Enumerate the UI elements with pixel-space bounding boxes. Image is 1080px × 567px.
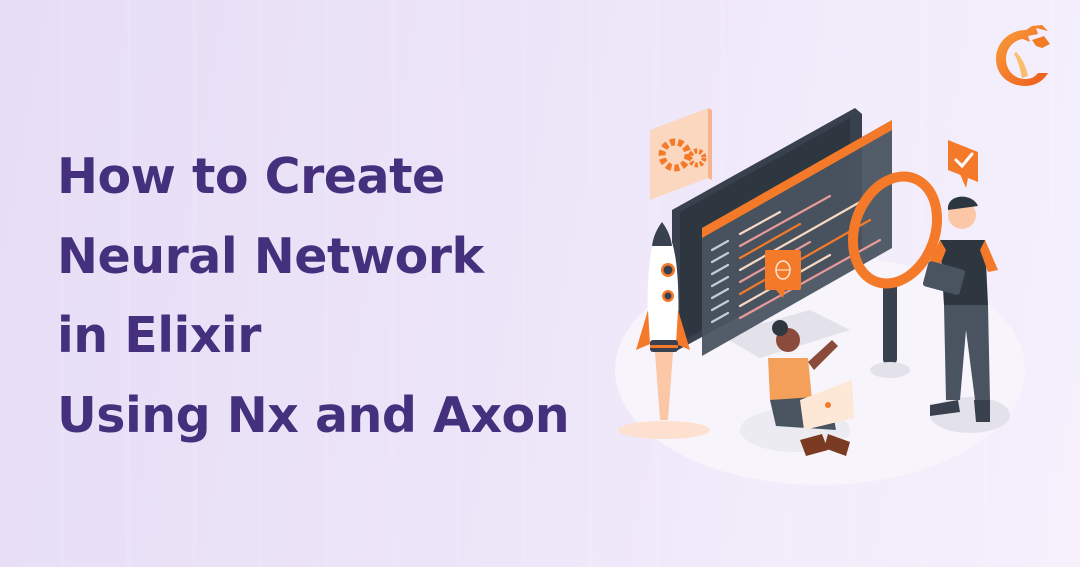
man-with-tablet	[922, 196, 1010, 433]
magnifying-glass-icon	[847, 171, 943, 378]
rocket-icon	[618, 222, 710, 439]
title-line-4: Using Nx and Axon	[57, 386, 570, 444]
illustration	[615, 108, 1025, 485]
phoenix-logo-icon	[996, 25, 1050, 86]
code-window	[702, 120, 892, 356]
title-line-1: How to Create	[57, 148, 445, 205]
gears-card-icon	[650, 108, 712, 200]
banner-title: How to Create Neural Network in Elixir U…	[57, 137, 570, 455]
title-line-2: Neural Network	[57, 227, 484, 285]
checkmark-badge-icon	[948, 140, 978, 188]
woman-with-laptop	[740, 320, 854, 456]
bug-badge-icon	[765, 250, 801, 298]
title-line-3: in Elixir	[57, 307, 261, 364]
